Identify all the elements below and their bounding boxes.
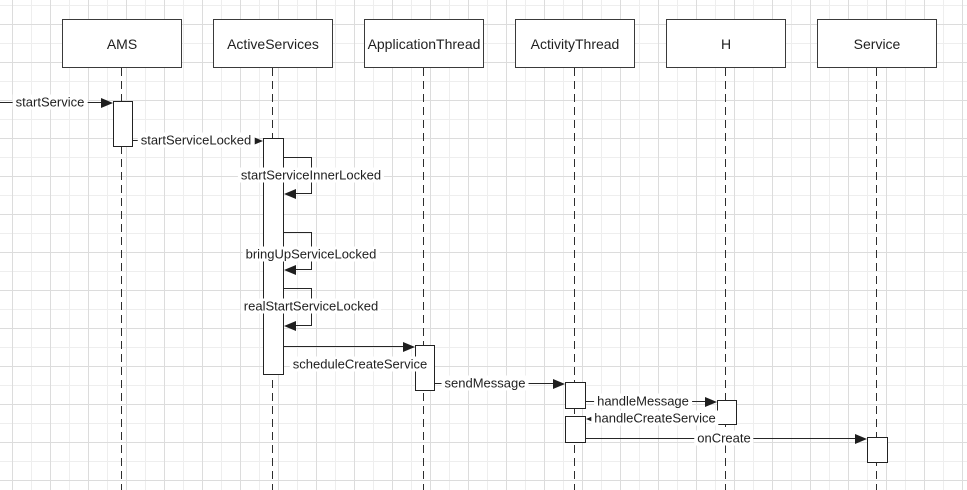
lifeline-head-activitythread[interactable]: ActivityThread [515,19,635,68]
message-label: handleCreateService [591,410,719,426]
message-label: sendMessage [441,375,529,391]
activation-service[interactable] [867,437,888,463]
lifeline-activitythread[interactable] [574,68,575,490]
arrowhead-right-icon [553,379,565,389]
message-label: onCreate [694,430,754,446]
activation-activitythread-2[interactable] [565,416,586,443]
lifeline-service[interactable] [876,68,877,490]
self-call-return-line [295,325,312,326]
message-label: bringUpServiceLocked [242,246,380,262]
lifeline-head-applicationthread[interactable]: ApplicationThread [364,19,484,68]
lifeline-head-activeservices[interactable]: ActiveServices [213,19,333,68]
message-label: startServiceInnerLocked [237,167,385,183]
activation-activitythread-1[interactable] [565,382,586,409]
message-line [284,346,403,347]
arrowhead-right-icon [705,397,717,407]
lifeline-name: AMS [106,35,138,52]
activation-ams[interactable] [113,101,133,147]
activation-h[interactable] [717,400,737,425]
self-call-return-line [295,193,312,194]
arrowhead-right-icon [101,98,113,108]
arrowhead-left-icon [284,189,296,199]
lifeline-h[interactable] [725,68,726,490]
self-call-out-line [284,157,311,158]
lifeline-name: Service [853,35,901,52]
arrowhead-right-icon [403,342,415,352]
message-label: scheduleCreateService [289,356,431,372]
message-label: startServiceLocked [137,132,255,148]
lifeline-name: ActivityThread [530,35,620,52]
self-call-out-line [284,232,311,233]
message-label: realStartServiceLocked [240,298,382,314]
self-call-out-line [284,288,311,289]
arrowhead-right-icon [251,136,263,146]
message-label: handleMessage [594,393,692,409]
lifeline-head-service[interactable]: Service [817,19,937,68]
lifeline-name: H [720,35,732,52]
arrowhead-left-icon [284,321,296,331]
lifeline-ams[interactable] [121,68,122,490]
lifeline-head-ams[interactable]: AMS [62,19,182,68]
self-call-return-line [295,269,312,270]
arrowhead-left-icon [284,265,296,275]
lifeline-name: ApplicationThread [367,35,481,52]
lifeline-applicationthread[interactable] [423,68,424,490]
lifeline-head-h[interactable]: H [666,19,786,68]
lifeline-name: ActiveServices [227,35,319,52]
message-label: startService [12,94,88,110]
arrowhead-right-icon [855,434,867,444]
